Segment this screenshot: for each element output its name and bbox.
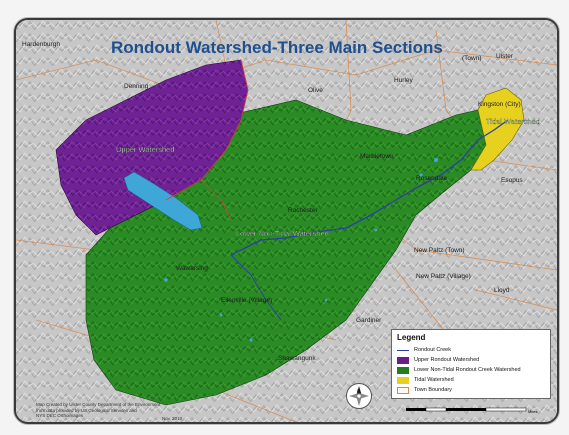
town-label-shawangunk: Shawangunk [278, 355, 316, 362]
legend-item-rondout-creek: Rondout Creek [397, 345, 545, 355]
legend-swatch-lower [397, 366, 409, 374]
scale-bar: Miles [404, 404, 544, 420]
town-label-ellenville: Ellenville (Village) [221, 297, 272, 304]
scale-unit: Miles [528, 409, 537, 414]
credit-line-2: from data provided by US Geological Serv… [36, 407, 137, 413]
town-label-hardenburgh: Hardenburgh [22, 41, 60, 48]
town-label-rochester: Rochester [288, 207, 318, 214]
legend-item-town-boundary: Town Boundary [397, 385, 545, 395]
town-label-kingston-town: (Town) [462, 55, 482, 62]
town-label-marbletown: Marbletown [360, 153, 394, 160]
town-label-lloyd: Lloyd [494, 287, 510, 294]
legend-swatch-upper [397, 356, 409, 364]
rondout-creek-line [230, 119, 509, 256]
upper-watershed-outline [165, 59, 249, 221]
upper-watershed-label: Upper Watershed [116, 145, 175, 154]
credit-year: Nov. 2010 [162, 416, 183, 421]
legend-label: Upper Rondout Watershed [414, 357, 480, 363]
small-lakes [164, 158, 438, 342]
legend-item-tidal-watershed: Tidal Watershed [397, 375, 545, 385]
tidal-watershed-area [470, 87, 525, 171]
map-title: Rondout Watershed-Three Main Sections [111, 38, 443, 57]
town-label-new-paltz-town: New Paltz (Town) [414, 247, 465, 254]
town-label-rosendale: Rosendale [416, 175, 447, 182]
legend-label: Lower Non-Tidal Rondout Creek Watershed [414, 367, 521, 373]
watershed-map: Rondout Watershed-Three Main Sections Ha… [16, 20, 557, 422]
town-label-gardiner: Gardiner [356, 317, 382, 324]
legend-swatch-creek [397, 349, 409, 351]
town-label-esopus: Esopus [501, 177, 523, 184]
tidal-watershed-label: Tidal Watershed [486, 117, 540, 126]
town-label-new-paltz-village: New Paltz (Village) [416, 273, 471, 280]
ashokan-reservoir [123, 171, 203, 231]
town-label-wawarsing: Wawarsing [176, 265, 208, 272]
legend-label: Town Boundary [414, 387, 452, 393]
town-label-olive: Olive [308, 87, 323, 94]
town-label-kingston-city: Kingston (City) [478, 101, 521, 108]
north-arrow-icon: N [346, 383, 372, 409]
creek-tributary [230, 254, 282, 321]
lower-watershed-area [85, 99, 487, 406]
town-label-denning: Denning [124, 83, 149, 90]
lower-watershed-label: Lower Non-Tidal Watershed [236, 229, 329, 238]
north-letter: N [357, 388, 360, 393]
legend: Legend Rondout Creek Upper Rondout Water… [391, 329, 551, 399]
legend-label: Rondout Creek [414, 347, 451, 353]
legend-swatch-tidal [397, 376, 409, 384]
map-credit: Map Created by Ulster County Department … [36, 402, 226, 419]
legend-item-upper-watershed: Upper Rondout Watershed [397, 355, 545, 365]
legend-title: Legend [397, 333, 426, 342]
legend-label: Tidal Watershed [414, 377, 454, 383]
town-label-hurley: Hurley [394, 77, 414, 84]
town-label-ulster: Ulster [496, 53, 514, 60]
credit-line-3: NYS DEC Orthoimages [36, 413, 84, 418]
legend-item-lower-watershed: Lower Non-Tidal Rondout Creek Watershed [397, 365, 545, 375]
map-frame: Rondout Watershed-Three Main Sections Ha… [14, 18, 559, 424]
credit-line-1: Map Created by Ulster County Department … [36, 402, 161, 407]
legend-swatch-town [397, 386, 409, 394]
